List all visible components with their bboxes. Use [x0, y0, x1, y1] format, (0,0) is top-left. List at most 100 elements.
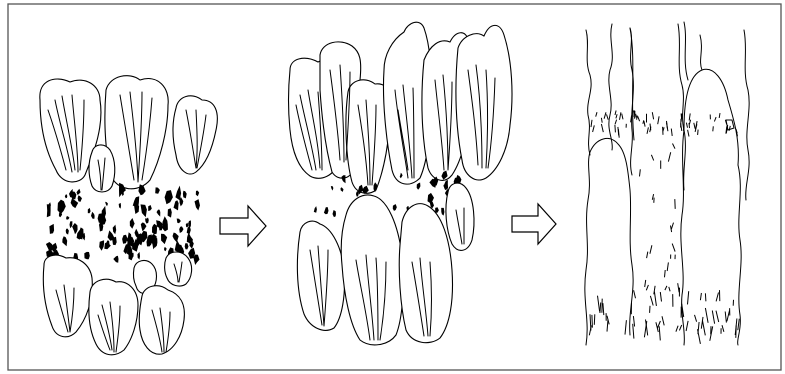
fiber-tick [679, 325, 681, 330]
black-fragment [113, 225, 117, 235]
fiber-tick [698, 322, 699, 334]
black-fragment [393, 204, 397, 211]
fiber-tick [615, 125, 616, 133]
black-fragment [130, 218, 135, 229]
fiber-tick [660, 292, 661, 302]
fiber-tick [601, 118, 602, 123]
fiber-tick [637, 116, 638, 120]
fiber-tick [652, 112, 653, 119]
fiber-tick [686, 123, 687, 128]
fiber-tick [652, 194, 653, 200]
fiber-tick [603, 303, 604, 315]
fiber-tick [638, 116, 640, 121]
black-fragment [49, 224, 54, 234]
fiber-tick [591, 120, 592, 127]
black-fragment [137, 252, 140, 260]
black-fragment [65, 195, 68, 199]
black-fragment [145, 218, 149, 224]
black-fragment [157, 210, 161, 217]
fiber-tick [686, 321, 688, 331]
black-fragment [155, 187, 160, 193]
black-fragment [185, 243, 189, 249]
fiber-tick [689, 113, 690, 120]
fiber-tick [647, 127, 648, 133]
black-fragment [78, 195, 82, 202]
black-fragment [441, 208, 444, 216]
fiber-tick [650, 127, 651, 133]
fiber-tick [615, 111, 616, 116]
black-fragment [72, 223, 78, 234]
fiber-tick [640, 169, 641, 176]
fiber-tick [716, 311, 719, 322]
fiber-tick [636, 114, 637, 118]
black-fragment [428, 193, 435, 204]
fiber-tick [658, 116, 659, 124]
fiber-tick [590, 314, 591, 330]
fiber-tick [702, 320, 705, 335]
fiber-tick [671, 129, 672, 136]
black-fragment [70, 221, 73, 228]
fiber-tick [616, 114, 617, 118]
black-fragment [58, 200, 66, 215]
fiber-tick [716, 293, 718, 302]
fiber-tick [633, 324, 634, 339]
fiber-tick [596, 112, 597, 116]
fiber-tick [668, 152, 670, 161]
fiber-tick [698, 130, 699, 135]
black-fragment [141, 222, 147, 231]
fiber-tick [689, 123, 690, 128]
black-fragment [71, 198, 79, 208]
black-fragment [69, 189, 73, 198]
panel-3-fiber-outlines [585, 22, 749, 345]
black-fragment [62, 236, 67, 246]
black-fragment [196, 191, 199, 197]
fiber-tick [713, 126, 714, 131]
fiber-tick [659, 326, 660, 340]
panel-2-top-leaves [289, 22, 513, 193]
black-fragment [133, 196, 140, 206]
fiber-tick [604, 112, 606, 118]
fiber-tick [671, 223, 673, 230]
black-fragment [66, 216, 69, 220]
fiber-tick [618, 127, 619, 135]
fiber-tick [645, 280, 646, 287]
fiber-tick [592, 315, 593, 328]
fiber-tick [650, 296, 653, 306]
black-fragment [148, 205, 152, 211]
fiber-tick [688, 130, 689, 137]
fiber-tick [667, 123, 668, 132]
fiber-tick [688, 291, 689, 304]
panel-stage-2 [289, 22, 513, 345]
fiber-tick [647, 252, 648, 259]
fiber-tick [620, 112, 621, 120]
black-fragment [175, 186, 181, 201]
arrow-right-icon [512, 204, 556, 244]
fiber-tick [622, 114, 623, 120]
fiber-tick [594, 314, 595, 325]
fiber-tick [601, 124, 603, 132]
black-fragment [174, 200, 179, 210]
black-fragment [333, 210, 337, 217]
fiber-tick [683, 127, 684, 131]
fiber-tick [662, 316, 664, 325]
fiber-tick [665, 286, 667, 290]
black-fragment [195, 199, 201, 210]
black-fragment [66, 229, 69, 235]
black-fragment [186, 223, 189, 228]
fiber-tick [705, 308, 708, 323]
black-fragment [193, 255, 199, 266]
fiber-tick [727, 311, 730, 322]
black-fragment [112, 237, 117, 245]
black-fragment [164, 247, 167, 251]
black-fragment [324, 207, 329, 214]
fiber-tick [714, 117, 716, 121]
fiber-tick [654, 292, 656, 306]
fiber-tick [667, 262, 668, 271]
black-fragment [314, 206, 317, 213]
fiber-tick [676, 326, 678, 332]
fiber-tick [712, 311, 714, 324]
black-fragment [88, 208, 91, 213]
fiber-tick [695, 315, 697, 322]
